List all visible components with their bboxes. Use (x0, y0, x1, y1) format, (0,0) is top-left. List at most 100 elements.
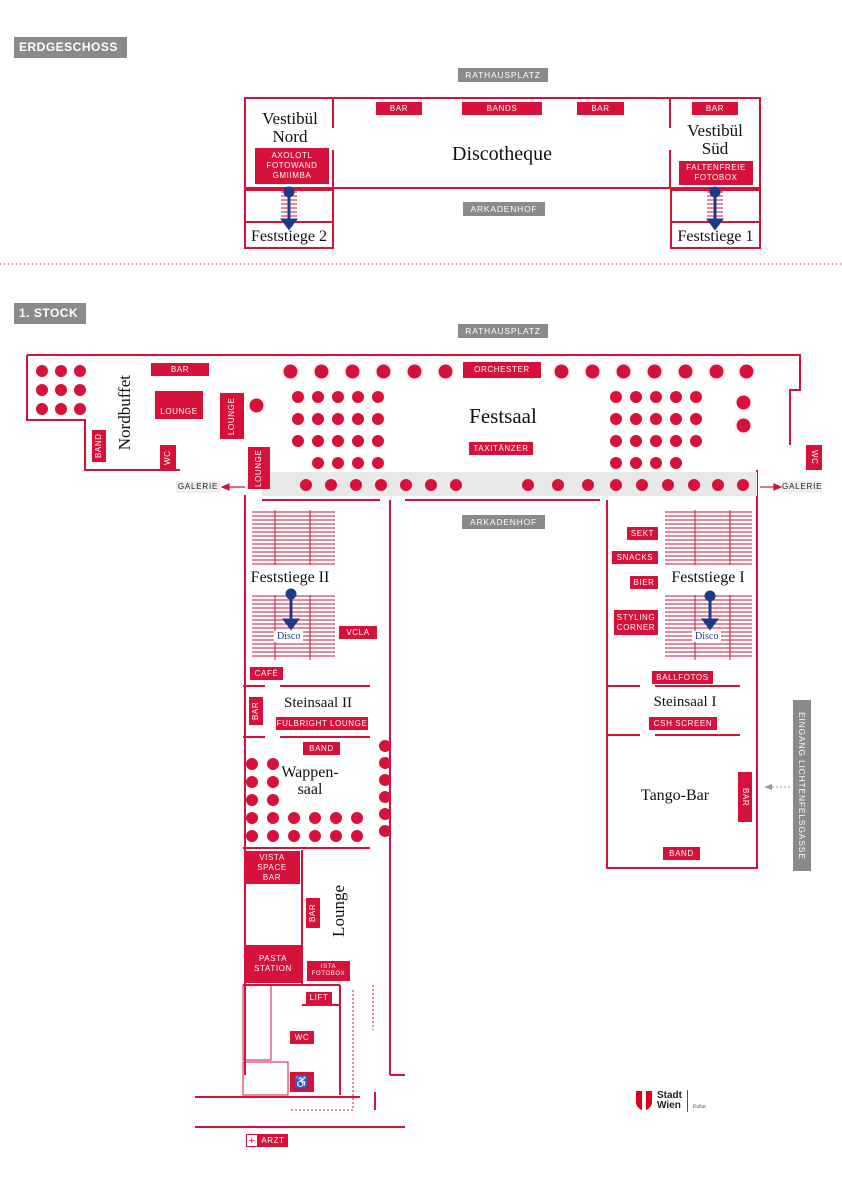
room-feststiege-2[interactable]: Feststiege 2 (251, 228, 327, 245)
table-marker (375, 479, 387, 491)
room-nordbuffet[interactable]: Nordbuffet (115, 375, 134, 451)
table-marker (738, 363, 755, 380)
room-steinsaal-1[interactable]: Steinsaal I (653, 694, 717, 710)
floor-heading-ground: ERDGESCHOSS (14, 37, 127, 58)
room-feststiege-1[interactable]: Feststiege 1 (677, 228, 754, 245)
lounge-tag[interactable]: LOUNGE (248, 447, 270, 489)
table-marker (332, 413, 344, 425)
faltenfreie-fotobox-tag[interactable]: FALTENFREIE FOTOBOX (679, 161, 753, 185)
table-marker (74, 384, 86, 396)
table-marker (379, 774, 391, 786)
table-marker (36, 384, 48, 396)
room-lounge[interactable]: Lounge (329, 885, 348, 937)
table-marker (372, 457, 384, 469)
lounge-tag[interactable]: LOUNGE (155, 391, 203, 419)
arzt-tag[interactable]: + ARZT (246, 1134, 289, 1147)
bier-tag[interactable]: BIER (630, 576, 658, 589)
first-aid-cross-icon: + (246, 1134, 258, 1147)
table-marker (650, 413, 662, 425)
lift-tag[interactable]: LIFT (306, 992, 332, 1004)
table-marker (246, 812, 258, 824)
accessible-wc-icon[interactable]: ♿ (290, 1072, 314, 1092)
table-marker (332, 391, 344, 403)
band-tag[interactable]: BAND (92, 430, 106, 462)
room-festsaal[interactable]: Festsaal (469, 404, 537, 428)
table-marker (646, 363, 663, 380)
bar-tag[interactable]: BAR (306, 898, 320, 928)
room-tango-bar[interactable]: Tango-Bar (640, 787, 710, 804)
csh-screen-tag[interactable]: CSH SCREEN (649, 717, 717, 730)
wc-tag[interactable]: WC (806, 445, 822, 470)
table-marker (522, 479, 534, 491)
bar-tag[interactable]: BAR (376, 102, 422, 115)
table-marker (246, 794, 258, 806)
bar-tag[interactable]: BAR (692, 102, 738, 115)
ista-fotobox-tag[interactable]: ISTA FOTOBOX (307, 961, 350, 981)
lounge-tag[interactable]: LOUNGE (220, 393, 244, 439)
table-marker (312, 457, 324, 469)
logo-sub: Kultur (693, 1104, 707, 1110)
table-marker (352, 413, 364, 425)
table-marker (312, 413, 324, 425)
table-marker (372, 435, 384, 447)
table-marker (246, 830, 258, 842)
bar-tag[interactable]: BAR (577, 102, 624, 115)
bar-tag[interactable]: BAR (249, 697, 263, 725)
vista-space-bar-tag[interactable]: VISTA SPACE BAR (244, 851, 300, 884)
taxitaenzer-tag[interactable]: TAXITÄNZER (469, 442, 533, 455)
room-feststiege-1[interactable]: Feststiege I (665, 569, 751, 587)
room-wappensaal[interactable]: Wappen- saal (281, 764, 339, 798)
band-tag[interactable]: BAND (663, 847, 700, 860)
bands-tag[interactable]: BANDS (462, 102, 542, 115)
table-marker (552, 479, 564, 491)
room-steinsaal-2[interactable]: Steinsaal II (284, 695, 352, 711)
table-marker (352, 391, 364, 403)
bar-tag[interactable]: BAR (151, 363, 209, 376)
table-marker (325, 479, 337, 491)
table-marker (400, 479, 412, 491)
wc-tag[interactable]: WC (160, 445, 176, 470)
table-marker (330, 812, 342, 824)
table-marker (379, 825, 391, 837)
table-marker (351, 812, 363, 824)
room-feststiege-2[interactable]: Feststiege II (246, 569, 334, 587)
floor-heading-first: 1. STOCK (14, 303, 86, 324)
pasta-station-tag[interactable]: PASTA STATION (245, 945, 301, 983)
room-vestibuel-nord[interactable]: Vestibül Nord (262, 109, 318, 146)
table-marker (735, 417, 752, 434)
table-marker (74, 365, 86, 377)
vcla-tag[interactable]: VCLA (339, 626, 377, 639)
snacks-tag[interactable]: SNACKS (612, 551, 658, 564)
room-vestibuel-sued[interactable]: Vestibül Süd (687, 121, 743, 158)
rathausplatz-label: RATHAUSPLATZ (458, 68, 548, 82)
styling-corner-tag[interactable]: STYLING CORNER (614, 610, 658, 635)
table-marker (267, 758, 279, 770)
band-tag[interactable]: BAND (303, 742, 340, 755)
table-marker (246, 776, 258, 788)
table-marker (437, 363, 454, 380)
table-marker (312, 391, 324, 403)
table-marker (312, 435, 324, 447)
bar-tag[interactable]: BAR (738, 772, 752, 822)
logo-line-2: Wien (657, 1100, 681, 1111)
table-marker (615, 363, 632, 380)
table-marker (372, 391, 384, 403)
table-marker (712, 479, 724, 491)
room-discotheque[interactable]: Discotheque (452, 143, 552, 165)
table-marker (582, 479, 594, 491)
table-marker (379, 757, 391, 769)
fulbright-lounge-tag[interactable]: FULBRIGHT LOUNGE (276, 717, 368, 730)
table-marker (610, 479, 622, 491)
orchester-tag[interactable]: ORCHESTER (463, 362, 541, 378)
ballfotos-tag[interactable]: BALLFOTOS (652, 671, 713, 684)
table-marker (553, 363, 570, 380)
table-marker (36, 365, 48, 377)
cafe-tag[interactable]: CAFÉ (250, 667, 283, 680)
axolotl-fotowand-tag[interactable]: AXOLOTL FOTOWAND GMIIMBA (255, 148, 329, 184)
table-marker (375, 363, 392, 380)
wc-tag[interactable]: WC (290, 1031, 314, 1044)
table-marker (309, 830, 321, 842)
sekt-tag[interactable]: SEKT (627, 527, 658, 540)
